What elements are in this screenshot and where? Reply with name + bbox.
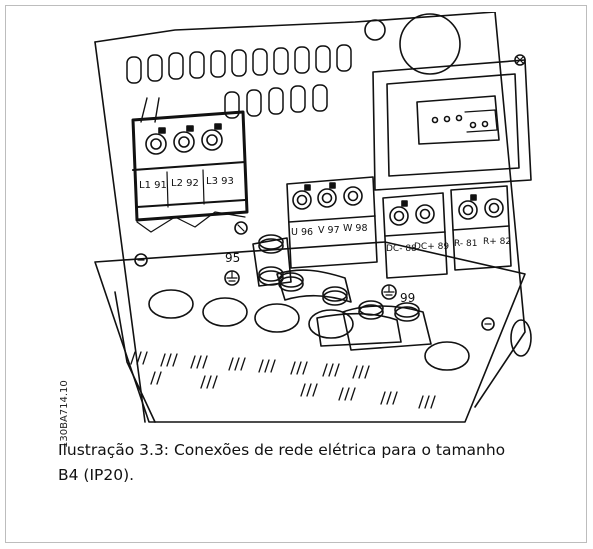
wiring-illustration: L1 91 L2 92 L3 93 U 96 V 97 W 98 DC- 88 … <box>55 12 535 430</box>
ground-symbol-a <box>224 270 240 286</box>
label-ground-95: 95 <box>225 251 240 265</box>
control-connector <box>372 59 532 191</box>
label-dc-minus: DC- 88 <box>386 244 417 254</box>
label-w: W 98 <box>343 223 368 234</box>
brake-terminal-block <box>450 185 512 271</box>
ground-clamps <box>252 234 432 351</box>
vent-slots-top <box>126 44 352 119</box>
caption-line-2: B4 (IP20). <box>58 466 135 484</box>
label-r-minus: R- 81 <box>454 239 477 249</box>
housing-outline <box>94 12 526 423</box>
page-frame <box>5 5 587 543</box>
label-l3: L3 93 <box>206 176 234 187</box>
vent-slots-bottom <box>130 351 436 409</box>
label-l1: L1 91 <box>139 180 167 191</box>
cable-holes <box>148 289 532 371</box>
caption-line-1: Ilustração 3.3: Conexões de rede elétric… <box>58 441 506 459</box>
motor-terminal-block <box>286 176 378 269</box>
ground-plate <box>94 221 526 423</box>
label-l2: L2 92 <box>171 178 199 189</box>
label-v: V 97 <box>318 225 340 236</box>
ground-symbol-b <box>381 284 397 300</box>
label-u: U 96 <box>291 227 313 238</box>
label-r-plus: R+ 82 <box>483 237 511 247</box>
mains-terminal-block <box>131 97 249 233</box>
label-ground-99: 99 <box>400 291 415 305</box>
dc-terminal-block <box>382 192 448 279</box>
label-dc-plus: DC+ 89 <box>414 242 449 252</box>
figure-caption: Ilustração 3.3: Conexões de rede elétric… <box>58 438 558 488</box>
